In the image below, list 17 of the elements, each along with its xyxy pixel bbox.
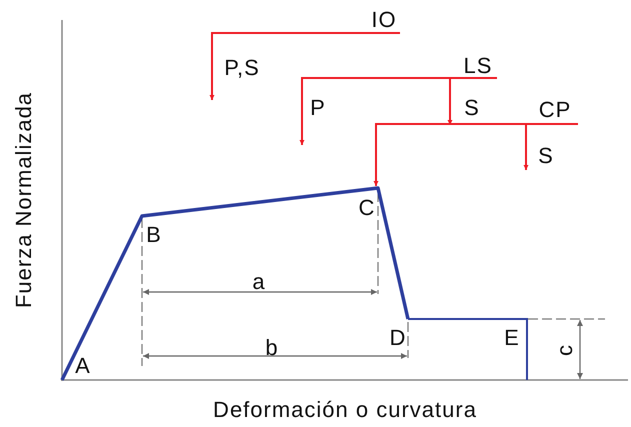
- dimension-label: c: [554, 344, 576, 356]
- performance-label: S: [464, 97, 480, 119]
- performance-label: S: [538, 145, 554, 167]
- point-label: B: [146, 224, 162, 246]
- point-label: E: [504, 327, 520, 349]
- dimension-label: a: [252, 271, 266, 293]
- point-label: A: [75, 355, 91, 377]
- performance-level-label: LS: [464, 55, 492, 77]
- performance-level-label: CP: [538, 99, 572, 121]
- performance-label: P: [310, 97, 326, 119]
- axis-title: Deformación o curvatura: [213, 399, 477, 421]
- point-label: C: [358, 197, 376, 219]
- point-label: D: [390, 327, 406, 349]
- performance-level-label: IO: [371, 9, 397, 31]
- performance-label: P,S: [224, 57, 260, 79]
- dimension-label: b: [265, 337, 279, 359]
- axis-title: Fuerza Normalizada: [13, 92, 35, 308]
